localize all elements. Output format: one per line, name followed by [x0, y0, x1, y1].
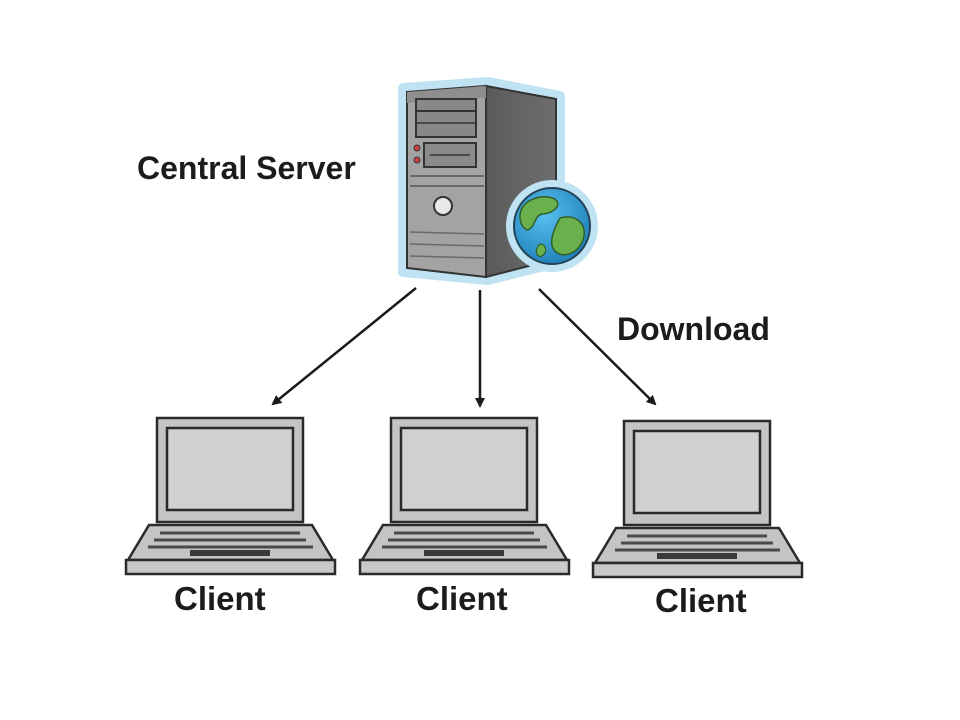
client-label: Client [174, 580, 266, 617]
server-label: Central Server [137, 150, 356, 186]
client-label: Client [416, 580, 508, 617]
laptop-icon [358, 416, 571, 576]
globe-icon [506, 180, 598, 272]
laptop-icon [124, 416, 337, 576]
laptop-icon [591, 419, 804, 579]
arrow-to-client-1 [271, 287, 417, 406]
server-tower-icon [398, 77, 565, 285]
download-label: Download [617, 311, 770, 347]
download-arrows [271, 287, 657, 408]
arrow-to-client-3 [538, 288, 657, 406]
client-label: Client [655, 582, 747, 619]
